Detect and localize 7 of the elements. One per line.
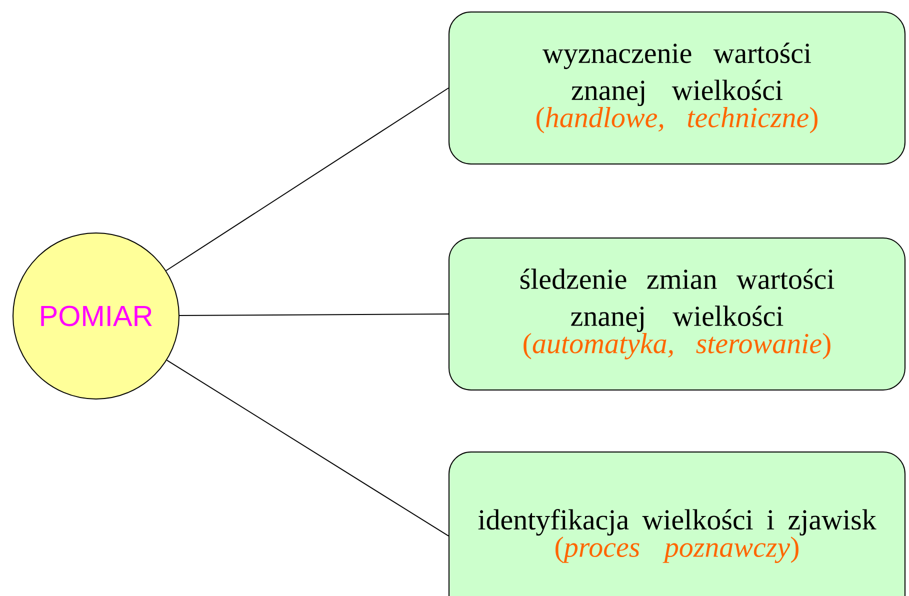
connector-line <box>166 87 449 272</box>
rounded-box: identyfikacja wielkości i zjawisk (proces poznawczy) <box>448 451 906 596</box>
rounded-box: śledzenie zmian wartości znanej wielkości (automatyka, sterowanie) <box>448 237 906 390</box>
connector-line <box>179 313 449 316</box>
circle-node: POMIAR <box>12 232 180 400</box>
rounded-box: wyznaczenie wartości znanej wielkości (handlowe, techniczne) <box>448 12 906 164</box>
connector-line <box>166 360 449 536</box>
